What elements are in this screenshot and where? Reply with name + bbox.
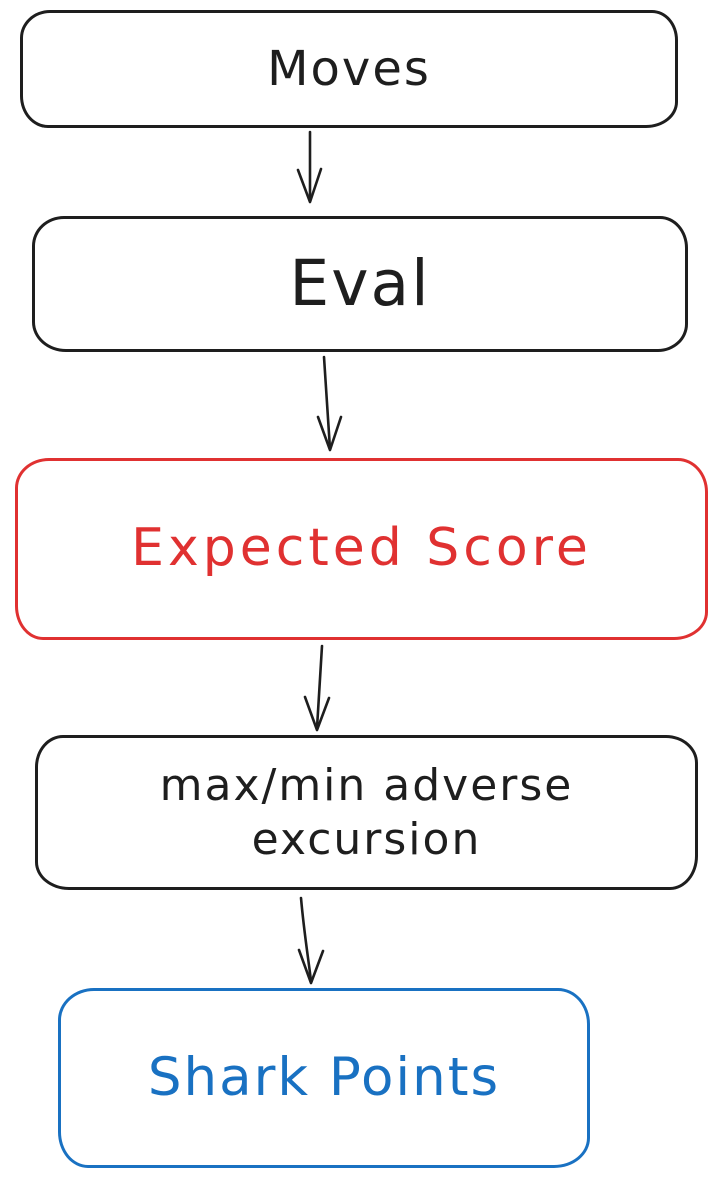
arrow-eval-to-expected-score bbox=[316, 355, 343, 452]
arrow-moves-to-eval bbox=[296, 130, 323, 204]
node-adverse-excursion-label: max/min adverse excursion bbox=[159, 759, 574, 865]
node-moves: Moves bbox=[20, 10, 678, 128]
node-eval: Eval bbox=[32, 216, 688, 352]
node-shark-points: Shark Points bbox=[58, 988, 590, 1168]
node-eval-label: Eval bbox=[289, 246, 431, 320]
node-moves-label: Moves bbox=[267, 40, 431, 97]
node-expected-score-label: Expected Score bbox=[131, 518, 592, 579]
node-adverse-excursion: max/min adverse excursion bbox=[35, 735, 698, 890]
arrow-adverse-excursion-to-shark-points bbox=[297, 896, 325, 985]
node-expected-score: Expected Score bbox=[15, 458, 708, 640]
arrow-expected-score-to-adverse-excursion bbox=[303, 644, 331, 732]
node-shark-points-label: Shark Points bbox=[147, 1046, 501, 1108]
